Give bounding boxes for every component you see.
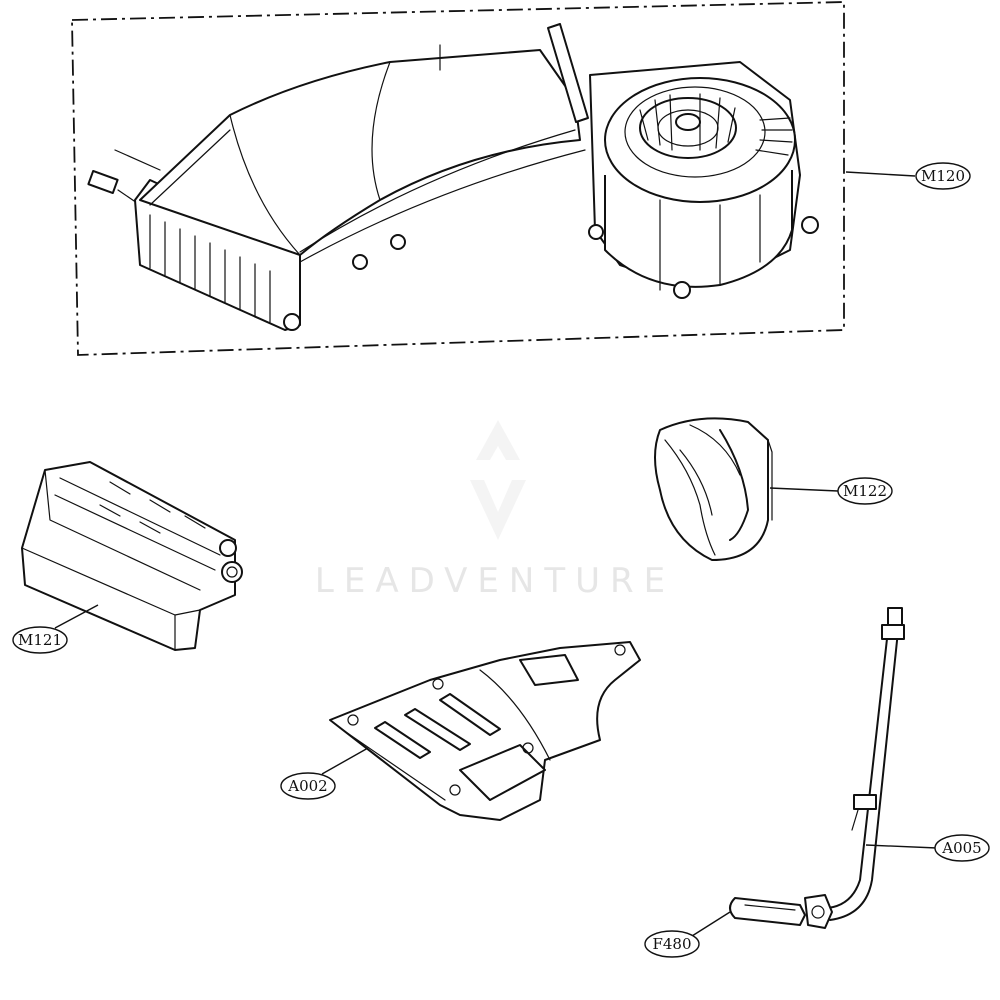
- part-m120-duct-blower-assembly: [87, 23, 819, 331]
- svg-text:A005: A005: [941, 839, 981, 857]
- svg-text:M120: M120: [921, 167, 965, 185]
- svg-text:F480: F480: [652, 935, 691, 953]
- part-f480-sensor: [729, 894, 833, 929]
- label-f480: F480: [644, 930, 700, 958]
- label-a005: A005: [934, 834, 990, 862]
- part-a002-bracket-plate: [329, 641, 641, 821]
- leader-f480: [691, 911, 731, 937]
- part-m122-cover: [654, 417, 773, 561]
- part-m121-tray: [21, 461, 243, 651]
- label-m121: M121: [12, 626, 68, 654]
- leader-m121: [54, 604, 99, 629]
- svg-text:A002: A002: [287, 777, 327, 795]
- leader-m120: [845, 171, 916, 177]
- assembly-boundary: [71, 1, 845, 356]
- leader-a005: [865, 844, 938, 849]
- svg-text:M122: M122: [843, 482, 887, 500]
- leader-m122: [769, 487, 839, 492]
- watermark-text: LEADVENTURE: [315, 561, 675, 601]
- label-m120: M120: [915, 162, 971, 190]
- part-a005-hose: [827, 607, 905, 921]
- svg-text:M121: M121: [18, 631, 62, 649]
- leader-a002: [321, 747, 369, 775]
- label-a002: A002: [280, 772, 336, 800]
- label-m122: M122: [837, 477, 893, 505]
- watermark: LEADVENTURE: [315, 420, 675, 601]
- watermark-logo-icon: [470, 420, 526, 540]
